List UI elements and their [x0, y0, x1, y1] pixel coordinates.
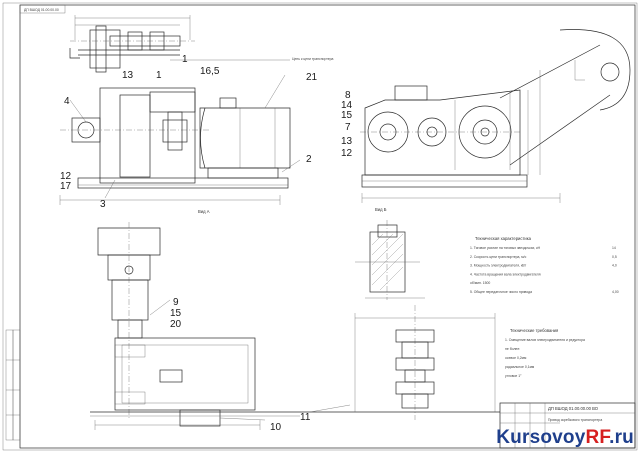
chain-note: Цепь к цепи транспортера: [292, 57, 334, 61]
tech-char-line: 1. Тяговое усилие на тяговых звездочках,…: [470, 246, 541, 250]
plan-view: [90, 222, 500, 430]
callout-2: 2: [306, 154, 312, 165]
watermark-part3: .ru: [609, 427, 634, 448]
callout-3: 3: [100, 199, 106, 210]
tech-char-value: 14: [612, 246, 616, 250]
callout-15-side: 15: [341, 110, 353, 121]
callout-13: 13: [122, 70, 134, 81]
tech-reqs-title: Технические требования: [510, 328, 558, 333]
callout-7: 7: [345, 122, 351, 133]
detail-section: [355, 220, 425, 300]
watermark-part1: Kursovoy: [496, 427, 586, 448]
callout-8: 8: [345, 90, 351, 101]
callout-14: 14: [341, 100, 353, 111]
tech-char-value: 0,5: [612, 255, 617, 259]
title-block-name: Привод скребкового транспортера: [548, 418, 602, 422]
callout-15-plan: 15: [170, 308, 182, 319]
stamp-box: [19, 4, 66, 14]
stamp-text: ДП ВШОД 01.00.00.00: [24, 8, 59, 12]
callout-4: 4: [64, 96, 70, 107]
inner-frame: [19, 4, 636, 449]
callout-21: 21: [306, 72, 318, 83]
callout-10: 10: [270, 422, 282, 433]
watermark-part2: RF: [585, 427, 610, 448]
tech-char-line: 2. Скорость цепи транспортера, м/с: [470, 255, 527, 259]
title-block: [499, 402, 636, 449]
sprocket-shaft-view: [354, 305, 496, 420]
tech-req-line: радиальное 0,1мм: [505, 365, 535, 369]
tech-char-line: 4. Частота вращения вала электродвигател…: [470, 272, 541, 276]
tech-req-line: 1. Смещение валов электродвигателя и ред…: [505, 338, 585, 342]
callout-11: 11: [300, 412, 311, 423]
callout-12-side: 12: [341, 148, 353, 159]
view-label-side: Вид Б: [375, 207, 387, 212]
tech-char-line: об/мин. 1500: [470, 281, 490, 285]
tech-char-line: 3. Мощность электродвигателя, кВт: [470, 264, 527, 268]
tech-chars-title: Техническая характеристика: [475, 236, 532, 241]
watermark-logo: KursovoyRF.ru: [496, 427, 634, 449]
front-view: [59, 15, 301, 205]
callout-12: 12: [60, 171, 72, 182]
callout-1b: 1: [182, 54, 188, 65]
tech-chars: Техническая характеристика 1. Тяговое ус…: [470, 236, 619, 294]
tech-req-line: угловое 1°: [505, 374, 522, 378]
callout-17: 17: [60, 181, 72, 192]
tech-char-value: 4,00: [612, 290, 619, 294]
view-label-front: Вид А: [198, 209, 210, 214]
callout-16-5: 16,5: [200, 66, 220, 77]
side-view: [360, 29, 631, 203]
callout-9: 9: [173, 297, 179, 308]
callout-20: 20: [170, 319, 182, 330]
tech-reqs: Технические требования 1. Смещение валов…: [505, 328, 585, 378]
tech-req-line: осевое 0,2мм: [505, 356, 527, 360]
tech-req-line: не более:: [505, 347, 520, 351]
tech-char-value: 4,0: [612, 264, 617, 268]
tech-char-line: 5. Общее передаточное число привода: [470, 290, 532, 294]
title-block-code: ДП ВШОД 01.00.00.00 ВО: [548, 406, 599, 411]
callout-13-side: 13: [341, 136, 353, 147]
left-margin-fields: [5, 329, 21, 441]
callout-1a: 1: [156, 70, 162, 81]
